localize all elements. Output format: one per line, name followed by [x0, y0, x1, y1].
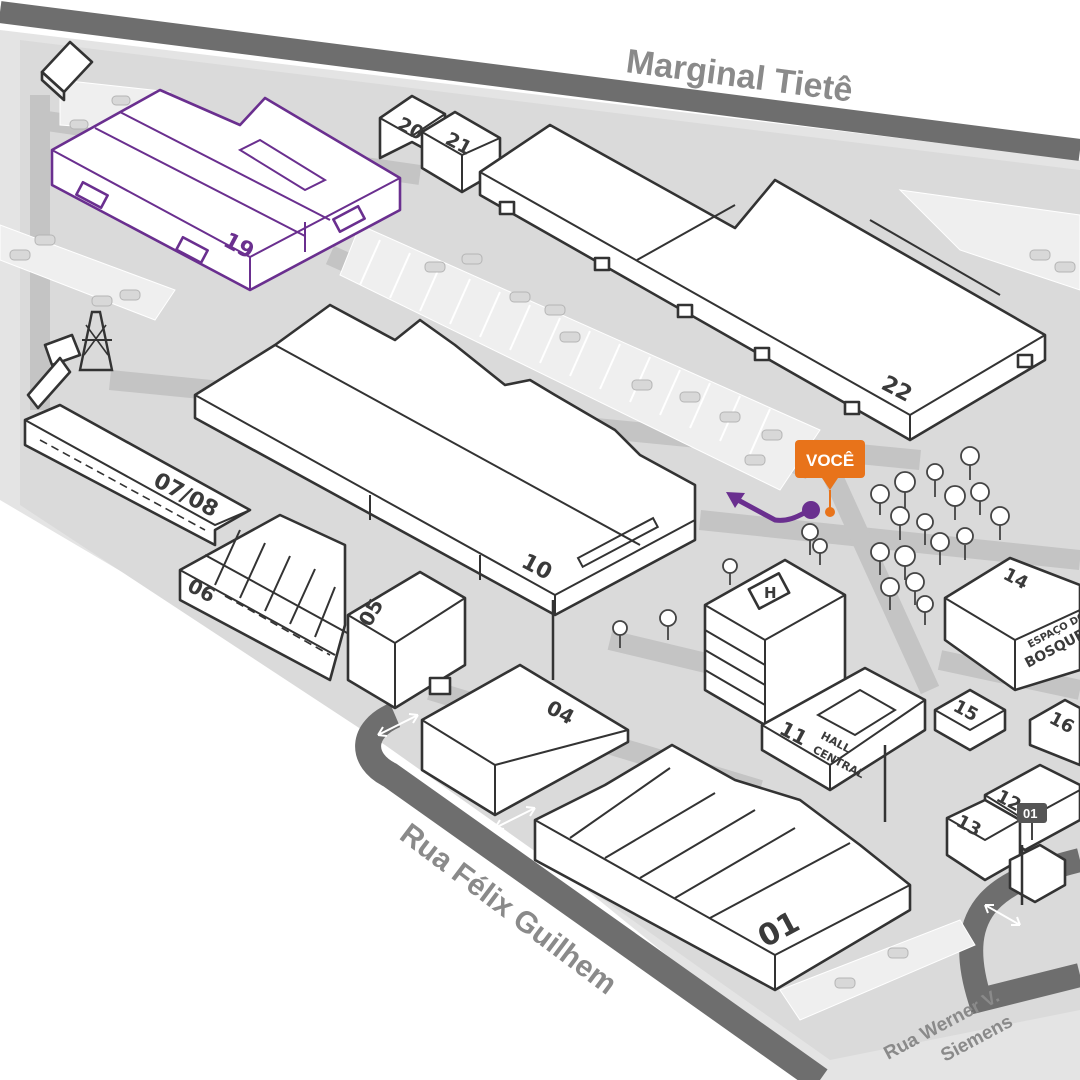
building-small-south: [1008, 843, 1067, 905]
route-to-building-19: [726, 492, 820, 523]
building-06[interactable]: 06: [178, 513, 361, 682]
you-are-here-marker[interactable]: VOCÊ: [795, 440, 865, 517]
you-are-here-label: VOCÊ: [806, 451, 854, 470]
building-04[interactable]: 04: [420, 663, 630, 817]
parking-lot-west: [0, 224, 176, 321]
power-tower-icon: [26, 310, 114, 410]
two-way-arrow-icon: [377, 713, 1021, 926]
helipad-label: H: [764, 584, 777, 602]
building-13[interactable]: 13: [945, 798, 1022, 882]
pin-01-marker[interactable]: 01: [1017, 803, 1047, 840]
parking-lot-northeast: [898, 189, 1080, 291]
parking-lot-south: [779, 919, 976, 1021]
car-icon: [424, 253, 783, 466]
road-marginal-tiete: [0, 1, 1080, 161]
car-icon: [9, 234, 141, 307]
building-16[interactable]: 16: [1028, 698, 1080, 767]
pin-01-label: 01: [1023, 806, 1037, 821]
parking-lot-north: [339, 224, 821, 491]
building-14-espaco-do-bosque[interactable]: 14 ESPAÇO DO BOSQUE: [943, 556, 1080, 692]
building-11-hall-central[interactable]: 11 HALL CENTRAL: [760, 666, 927, 822]
tree-icon: [612, 446, 1010, 648]
building-15[interactable]: 15: [933, 688, 1007, 752]
building-22[interactable]: 22: [478, 123, 1047, 442]
road-rua-felix-guilhem: [355, 703, 828, 1080]
building-10[interactable]: 10: [193, 303, 697, 680]
building-01[interactable]: 01: [533, 743, 912, 992]
building-nw-shed: [40, 40, 94, 102]
building-19[interactable]: 19: [50, 88, 402, 292]
